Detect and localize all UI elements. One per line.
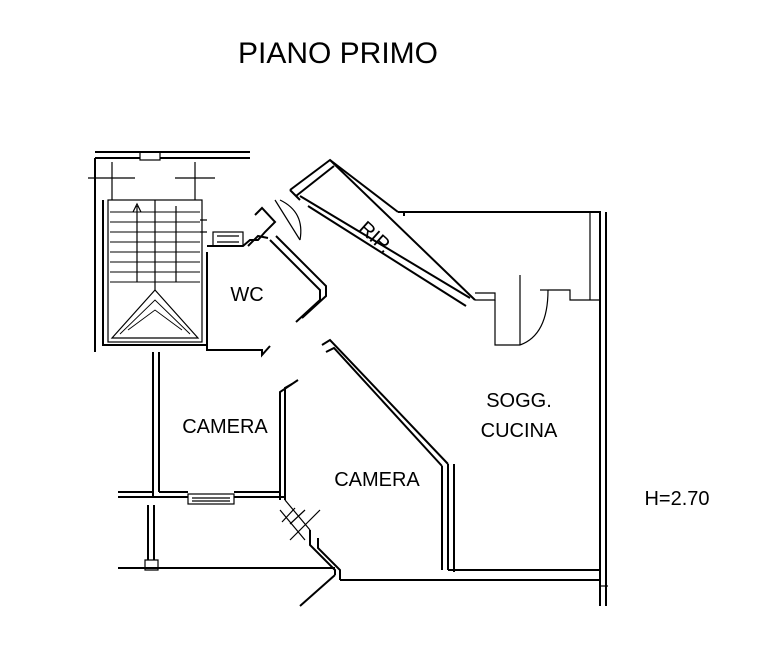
ceiling-height-note: H=2.70 [644,488,709,510]
room-label-wc: WC [230,284,263,306]
room-label-camera-center: CAMERA [334,469,420,491]
camera-center-room [279,338,449,607]
stairwell [88,151,250,352]
room-label-camera-left: CAMERA [182,416,268,438]
rip-corridor [289,158,496,307]
room-label-cucina: CUCINA [481,420,558,442]
camera-left-room [118,352,335,571]
living-kitchen-room [329,159,608,606]
room-label-rip: RIP. [354,217,396,258]
plan-title: PIANO PRIMO [238,37,438,70]
room-label-soggiorno: SOGG. [486,390,552,412]
wc-room [206,199,327,358]
